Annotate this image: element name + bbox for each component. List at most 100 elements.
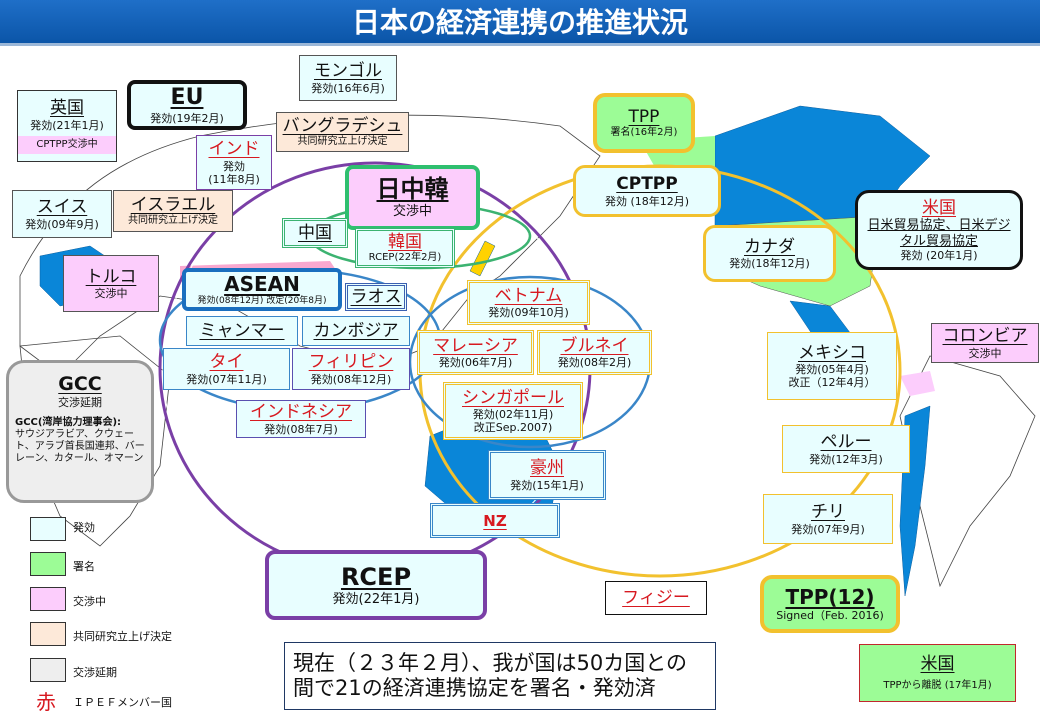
colombia-status: 交渉中 <box>968 346 1002 360</box>
turkey-box[interactable]: トルコ 交渉中 <box>63 255 159 312</box>
thailand-name: タイ <box>209 352 244 373</box>
vietnam-box[interactable]: ベトナム 発効(09年10月) <box>467 280 590 325</box>
jck-status: 交渉中 <box>392 204 432 220</box>
bangladesh-box[interactable]: バングラデシュ 共同研究立上げ決定 <box>276 112 409 152</box>
rcep-box[interactable]: RCEP 発効(22年1月) <box>265 550 487 620</box>
mongolia-box[interactable]: モンゴル 発効(16年6月) <box>299 55 397 101</box>
gcc-desc: サウジアラビア、クウェート、アラブ首長国連邦、バーレーン、カタール、オマーン <box>15 428 145 464</box>
cambodia-box[interactable]: カンボジア <box>302 316 410 346</box>
swiss-name: スイス <box>36 197 88 218</box>
nz-box[interactable]: NZ <box>430 503 560 538</box>
legend-swatch-negotiating <box>30 587 66 611</box>
colombia-box[interactable]: コロンビア 交渉中 <box>931 323 1039 363</box>
korea-box[interactable]: 韓国 RCEP(22年2月) <box>355 228 455 268</box>
gcc-box[interactable]: GCC 交渉延期 GCC(湾岸協力理事会): サウジアラビア、クウェート、アラブ… <box>6 360 154 503</box>
summary-box: 現在（２３年２月）、我が国は50カ国との 間で21の経済連携協定を署名・発効済 <box>284 642 716 710</box>
singapore-box[interactable]: シンガポール 発効(02年11月) 改正Sep.2007) <box>443 382 583 440</box>
nz-name: NZ <box>483 511 507 530</box>
australia-box[interactable]: 豪州 発効(15年1月) <box>488 450 606 500</box>
usa-name: 米国 <box>922 197 956 218</box>
brunei-status: 発効(08年2月) <box>557 356 632 370</box>
laos-name: ラオス <box>350 286 402 307</box>
asean-name: ASEAN <box>224 272 300 297</box>
malaysia-box[interactable]: マレーシア 発効(06年7月) <box>417 330 534 375</box>
vietnam-status: 発効(09年10月) <box>488 306 569 320</box>
israel-status: 共同研究立上げ決定 <box>128 215 218 227</box>
india-name: インド <box>208 139 260 160</box>
brunei-box[interactable]: ブルネイ 発効(08年2月) <box>537 330 652 375</box>
vietnam-name: ベトナム <box>494 285 563 306</box>
rcep-status: 発効(22年1月) <box>332 591 420 607</box>
eu-box[interactable]: EU 発効(19年2月) <box>127 80 247 130</box>
myanmar-name: ミャンマー <box>199 320 285 341</box>
tpp12-status: Signed（Feb. 2016) <box>776 609 884 623</box>
legend-label: 交渉中 <box>73 595 106 608</box>
australia-status: 発効(15年1月) <box>510 478 584 492</box>
peru-box[interactable]: ペルー 発効(12年3月) <box>782 425 910 473</box>
uk-cptpp: CPTPP交渉中 <box>18 135 116 154</box>
jck-box[interactable]: 日中韓 交渉中 <box>345 165 480 230</box>
tpp-box[interactable]: TPP 署名(16年2月) <box>593 93 695 153</box>
gcc-status: 交渉延期 <box>58 395 102 409</box>
china-name: 中国 <box>298 222 332 243</box>
israel-name: イスラエル <box>130 194 216 215</box>
chile-status: 発効(07年9月) <box>791 522 865 536</box>
canada-box[interactable]: カナダ 発効(18年12月) <box>703 225 836 282</box>
china-box[interactable]: 中国 <box>282 218 348 248</box>
indonesia-box[interactable]: インドネシア 発効(08年7月) <box>236 400 366 438</box>
tpp12-name: TPP(12) <box>785 585 875 610</box>
peru-name: ペルー <box>820 432 872 453</box>
page-title: 日本の経済連携の推進状況 <box>0 0 1040 46</box>
singapore-revision: 改正Sep.2007) <box>473 421 553 435</box>
indonesia-status: 発効(08年7月) <box>264 422 338 436</box>
india-box[interactable]: インド 発効 (11年8月) <box>196 135 272 190</box>
peru-status: 発効(12年3月) <box>809 452 883 466</box>
cptpp-box[interactable]: CPTPP 発効 (18年12月) <box>573 165 721 217</box>
thailand-box[interactable]: タイ 発効(07年11月) <box>163 348 290 390</box>
tpp-status: 署名(16年2月) <box>610 127 678 139</box>
usa-tpp-withdrawal-box[interactable]: 米国 TPPから離脱 (17年1月) <box>859 644 1016 702</box>
singapore-name: シンガポール <box>462 387 564 408</box>
bangladesh-name: バングラデシュ <box>282 115 403 136</box>
jck-name: 日中韓 <box>376 175 449 204</box>
eu-name: EU <box>170 85 204 111</box>
legend-swatch-postponed <box>30 658 66 682</box>
summary-line2: 間で21の経済連携協定を署名・発効済 <box>293 676 656 700</box>
uk-name: 英国 <box>50 98 84 119</box>
legend-swatch-joint-study <box>30 622 66 646</box>
colombia-pink <box>900 371 935 396</box>
chile-name: チリ <box>811 502 845 523</box>
philippines-status: 発効(08年12月) <box>310 372 392 386</box>
laos-box[interactable]: ラオス <box>345 283 407 311</box>
asean-box[interactable]: ASEAN 発効(08年12月) 改定(20年8月) <box>182 268 342 311</box>
legend-swatch-signed <box>30 552 66 576</box>
cambodia-name: カンボジア <box>313 320 399 341</box>
korea-status: RCEP(22年2月) <box>368 252 442 264</box>
tpp-name: TPP <box>628 106 660 127</box>
uk-box[interactable]: 英国 発効(21年1月) CPTPP交渉中 <box>17 90 117 162</box>
asean-status: 発効(08年12月) 改定(20年8月) <box>197 296 327 307</box>
mexico-revision: 改正（12年4月） <box>788 376 876 390</box>
myanmar-box[interactable]: ミャンマー <box>186 316 298 346</box>
korea-name: 韓国 <box>388 231 422 252</box>
usa-tpp-name: 米国 <box>920 653 955 674</box>
chile-box[interactable]: チリ 発効(07年9月) <box>763 494 893 544</box>
usa-box[interactable]: 米国 日米貿易協定、日米デジタル貿易協定 発効 (20年1月) <box>855 190 1023 270</box>
rcep-name: RCEP <box>340 562 412 591</box>
mexico-box[interactable]: メキシコ 発効(05年4月) 改正（12年4月） <box>767 332 897 400</box>
gcc-desc-title: GCC(湾岸協力理事会): <box>15 416 122 428</box>
usa-status: 発効 (20年1月) <box>900 249 978 263</box>
indonesia-name: インドネシア <box>250 402 352 423</box>
thailand-status: 発効(07年11月) <box>186 372 267 386</box>
cptpp-status: 発効 (18年12月) <box>604 194 690 208</box>
swiss-box[interactable]: スイス 発効(09年9月) <box>12 190 112 238</box>
philippines-box[interactable]: フィリピン 発効(08年12月) <box>292 348 410 390</box>
israel-box[interactable]: イスラエル 共同研究立上げ決定 <box>113 190 233 232</box>
legend-label: 交渉延期 <box>73 666 117 679</box>
turkey-name: トルコ <box>85 266 137 287</box>
swiss-status: 発効(09年9月) <box>25 217 99 231</box>
tpp12-box[interactable]: TPP(12) Signed（Feb. 2016) <box>760 575 900 633</box>
legend-red-mark: 赤 <box>36 690 56 714</box>
mexico-name: メキシコ <box>798 342 866 363</box>
fiji-box[interactable]: フィジー <box>605 581 707 615</box>
